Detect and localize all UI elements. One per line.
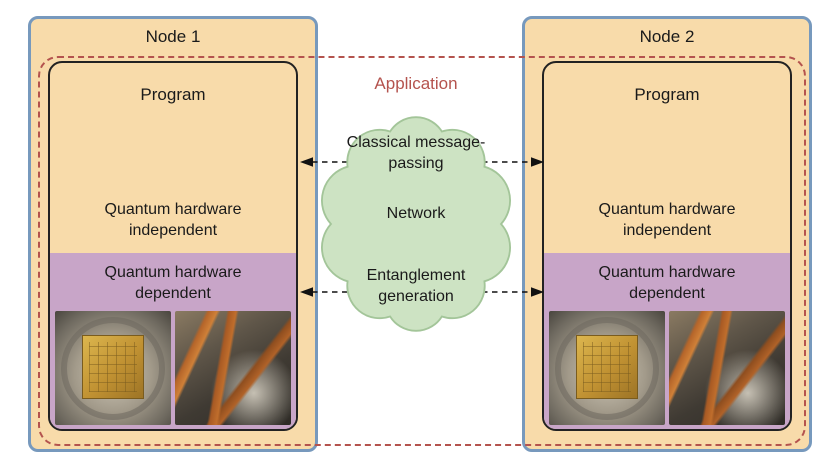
hardware-photos-row bbox=[55, 311, 291, 426]
program-box: Program Quantum hardware independent Qua… bbox=[542, 61, 792, 431]
cloud-shape bbox=[321, 116, 511, 332]
optical-wiring-photo bbox=[669, 311, 785, 426]
gold-chip-detail bbox=[81, 335, 145, 400]
gold-circuit-chamber-photo bbox=[55, 311, 171, 426]
gold-circuit-chamber-photo bbox=[549, 311, 665, 426]
chamber-ring-detail bbox=[60, 317, 166, 420]
copper-wiring-detail bbox=[669, 311, 785, 426]
optical-wiring-photo bbox=[175, 311, 291, 426]
hw-independent-section: Program Quantum hardware independent bbox=[544, 63, 790, 253]
node-title: Node 2 bbox=[639, 27, 695, 46]
node-title: Node 1 bbox=[145, 27, 201, 46]
program-label: Program bbox=[634, 85, 700, 104]
hw-dependent-section: Quantum hardware dependent bbox=[50, 253, 296, 429]
network-label: Network bbox=[386, 205, 446, 222]
hw-independent-label: Quantum hardware independent bbox=[598, 201, 736, 240]
chamber-ring-detail bbox=[554, 317, 660, 420]
gold-chip-detail bbox=[575, 335, 639, 400]
program-label: Program bbox=[140, 85, 206, 104]
classical-message-label: Classical message-passing bbox=[346, 134, 486, 172]
hw-dependent-label: Quantum hardware dependent bbox=[104, 264, 242, 303]
network-cloud bbox=[321, 116, 511, 332]
hw-independent-label: Quantum hardware independent bbox=[104, 201, 242, 240]
hw-dependent-label: Quantum hardware dependent bbox=[598, 264, 736, 303]
hardware-photos-row bbox=[549, 311, 785, 426]
hw-dependent-section: Quantum hardware dependent bbox=[544, 253, 790, 429]
node-1-box: Node 1 Program Quantum hardware independ… bbox=[28, 16, 318, 452]
hw-independent-section: Program Quantum hardware independent bbox=[50, 63, 296, 253]
node-2-box: Node 2 Program Quantum hardware independ… bbox=[522, 16, 812, 452]
application-label: Application bbox=[374, 74, 458, 93]
copper-wiring-detail bbox=[175, 311, 291, 426]
entanglement-generation-label: Entanglement generation bbox=[366, 267, 466, 305]
program-box: Program Quantum hardware independent Qua… bbox=[48, 61, 298, 431]
